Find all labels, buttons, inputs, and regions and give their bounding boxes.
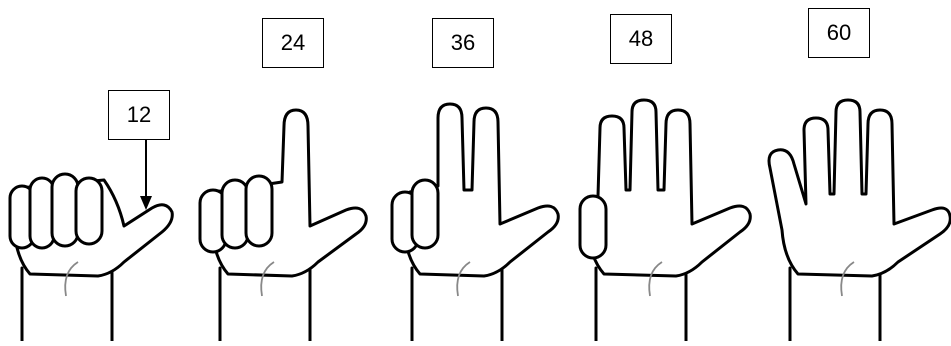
count-box-48: 48 (610, 14, 672, 64)
count-box-12: 12 (108, 90, 170, 140)
hand-open (769, 100, 950, 341)
count-box-60: 60 (808, 8, 870, 58)
hand-two-fingers (392, 104, 558, 341)
count-box-24: 24 (262, 18, 324, 68)
hand-three-fingers (580, 100, 750, 341)
hand-one-finger (200, 110, 366, 341)
arrow-to-thumb (140, 140, 152, 210)
count-box-36: 36 (432, 18, 494, 68)
